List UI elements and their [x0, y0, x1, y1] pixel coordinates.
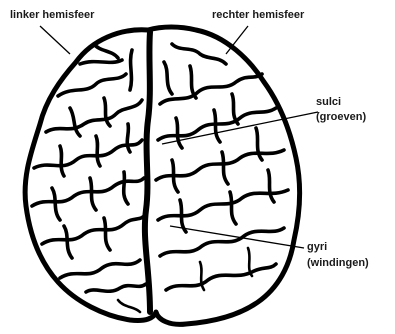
label-sulci-sub: (groeven) — [316, 111, 366, 123]
label-sulci: sulci — [316, 96, 341, 108]
label-gyri-sub: (windingen) — [307, 257, 369, 269]
label-gyri: gyri — [307, 241, 327, 253]
label-right-hemisphere: rechter hemisfeer — [212, 9, 305, 21]
leader-left-hemisphere — [40, 26, 70, 54]
label-left-hemisphere: linker hemisfeer — [10, 9, 95, 21]
